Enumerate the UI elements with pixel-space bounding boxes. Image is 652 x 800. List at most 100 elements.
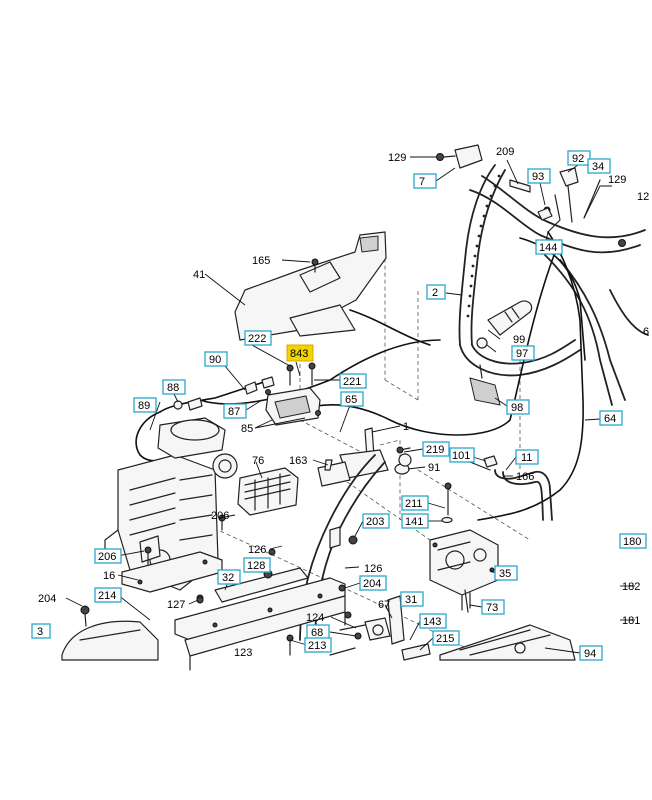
- callout-number: 221: [343, 376, 361, 388]
- cover-plate-part-3: [61, 605, 159, 661]
- callout-67: 67: [378, 599, 390, 611]
- callout-34: 34: [587, 158, 611, 174]
- callout-127: 127: [167, 599, 185, 611]
- callout-number: 129: [388, 152, 406, 164]
- callout-number: 222: [248, 333, 266, 345]
- small-hardware: [144, 453, 469, 613]
- callout-number: 89: [138, 400, 150, 412]
- callout-76: 76: [252, 455, 264, 467]
- callout-number: 181: [622, 615, 640, 627]
- callout-number: 2: [432, 287, 438, 299]
- callout-89: 89: [133, 397, 157, 413]
- callout-180: 180: [619, 533, 647, 549]
- callout-93: 93: [527, 168, 551, 184]
- callout-number: 65: [345, 394, 357, 406]
- control-levers: [537, 167, 626, 247]
- callout-206-boxed: 206: [94, 548, 122, 564]
- callout-number: 219: [426, 444, 444, 456]
- callout-129: 129: [388, 152, 406, 164]
- callout-98: 98: [506, 399, 530, 415]
- callout-182: 182: [622, 581, 640, 593]
- callout-number: 1: [403, 421, 409, 433]
- callout-number: 85: [241, 423, 253, 435]
- callout-12: 12: [637, 191, 649, 203]
- callout-number: 41: [193, 269, 205, 281]
- callout-number: 73: [486, 602, 498, 614]
- callout-87: 87: [223, 403, 247, 419]
- callout-209: 209: [496, 146, 514, 158]
- callout-213: 213: [304, 637, 332, 653]
- callout-number: 87: [228, 406, 240, 418]
- callout-number: 90: [209, 354, 221, 366]
- callout-204-left: 204: [38, 593, 56, 605]
- callout-222: 222: [244, 330, 272, 346]
- callout-126-lower: 126: [364, 563, 382, 575]
- callout-number: 94: [584, 648, 596, 660]
- callout-number: 34: [592, 161, 604, 173]
- callout-85: 85: [241, 423, 253, 435]
- callout-203: 203: [362, 513, 390, 529]
- callout-181: 181: [622, 615, 640, 627]
- callout-number: 68: [311, 627, 323, 639]
- callout-129-right: 129: [608, 174, 626, 186]
- callout-number: 843: [290, 348, 308, 360]
- callout-221: 221: [339, 373, 367, 389]
- clamp-part-7: [436, 144, 531, 193]
- callout-101: 101: [449, 447, 475, 463]
- callout-166: 166: [516, 471, 534, 483]
- callout-124: 124: [306, 612, 324, 624]
- callout-number: 97: [516, 348, 528, 360]
- callout-number: 7: [419, 176, 425, 188]
- callout-90: 90: [204, 351, 228, 367]
- callouts: 129 7 209 92 34 93 129 12 144 165 41 2 6…: [31, 146, 649, 661]
- callout-128: 128: [243, 557, 271, 573]
- callout-number: 124: [306, 612, 324, 624]
- callout-number: 165: [252, 255, 270, 267]
- callout-number: 209: [496, 146, 514, 158]
- callout-number: 88: [167, 382, 179, 394]
- callout-number: 204: [363, 578, 381, 590]
- callout-number: 163: [289, 455, 307, 467]
- callout-143: 143: [419, 613, 447, 629]
- callout-number: 12: [637, 191, 649, 203]
- callout-73: 73: [481, 599, 505, 615]
- callout-99: 99: [513, 334, 525, 346]
- callout-number: 143: [423, 616, 441, 628]
- callout-204: 204: [359, 575, 387, 591]
- callout-number: 35: [499, 568, 511, 580]
- callout-number: 144: [539, 242, 557, 254]
- callout-number: 93: [532, 171, 544, 183]
- callout-41: 41: [193, 269, 205, 281]
- bolt-parts: [218, 446, 453, 531]
- callout-number: 141: [405, 516, 423, 528]
- callout-number: 211: [405, 498, 423, 510]
- callout-215: 215: [432, 630, 460, 646]
- callout-165: 165: [252, 255, 270, 267]
- callout-94: 94: [579, 645, 603, 661]
- callout-6: 6: [643, 326, 649, 338]
- callout-number: 101: [452, 450, 470, 462]
- callout-number: 6: [643, 326, 649, 338]
- callout-68: 68: [306, 624, 330, 640]
- parts-artwork: [61, 144, 649, 671]
- callout-number: 3: [37, 626, 43, 638]
- lower-parts: [286, 595, 431, 661]
- callout-number: 129: [608, 174, 626, 186]
- cable-end-88: [173, 376, 275, 411]
- callout-3: 3: [31, 623, 51, 639]
- callout-31: 31: [400, 591, 424, 607]
- callout-91: 91: [428, 462, 440, 474]
- callout-65: 65: [340, 391, 364, 407]
- callout-number: 98: [511, 402, 523, 414]
- callout-64: 64: [599, 410, 623, 426]
- latch-assembly: [265, 362, 321, 426]
- callout-number: 204: [38, 593, 56, 605]
- callout-1: 1: [403, 421, 409, 433]
- callout-123: 123: [234, 647, 252, 659]
- callout-7: 7: [413, 173, 437, 189]
- callout-144: 144: [535, 239, 563, 255]
- callout-16: 16: [103, 570, 115, 582]
- callout-number: 64: [604, 413, 616, 425]
- callout-211: 211: [401, 495, 429, 511]
- callout-number: 31: [405, 594, 417, 606]
